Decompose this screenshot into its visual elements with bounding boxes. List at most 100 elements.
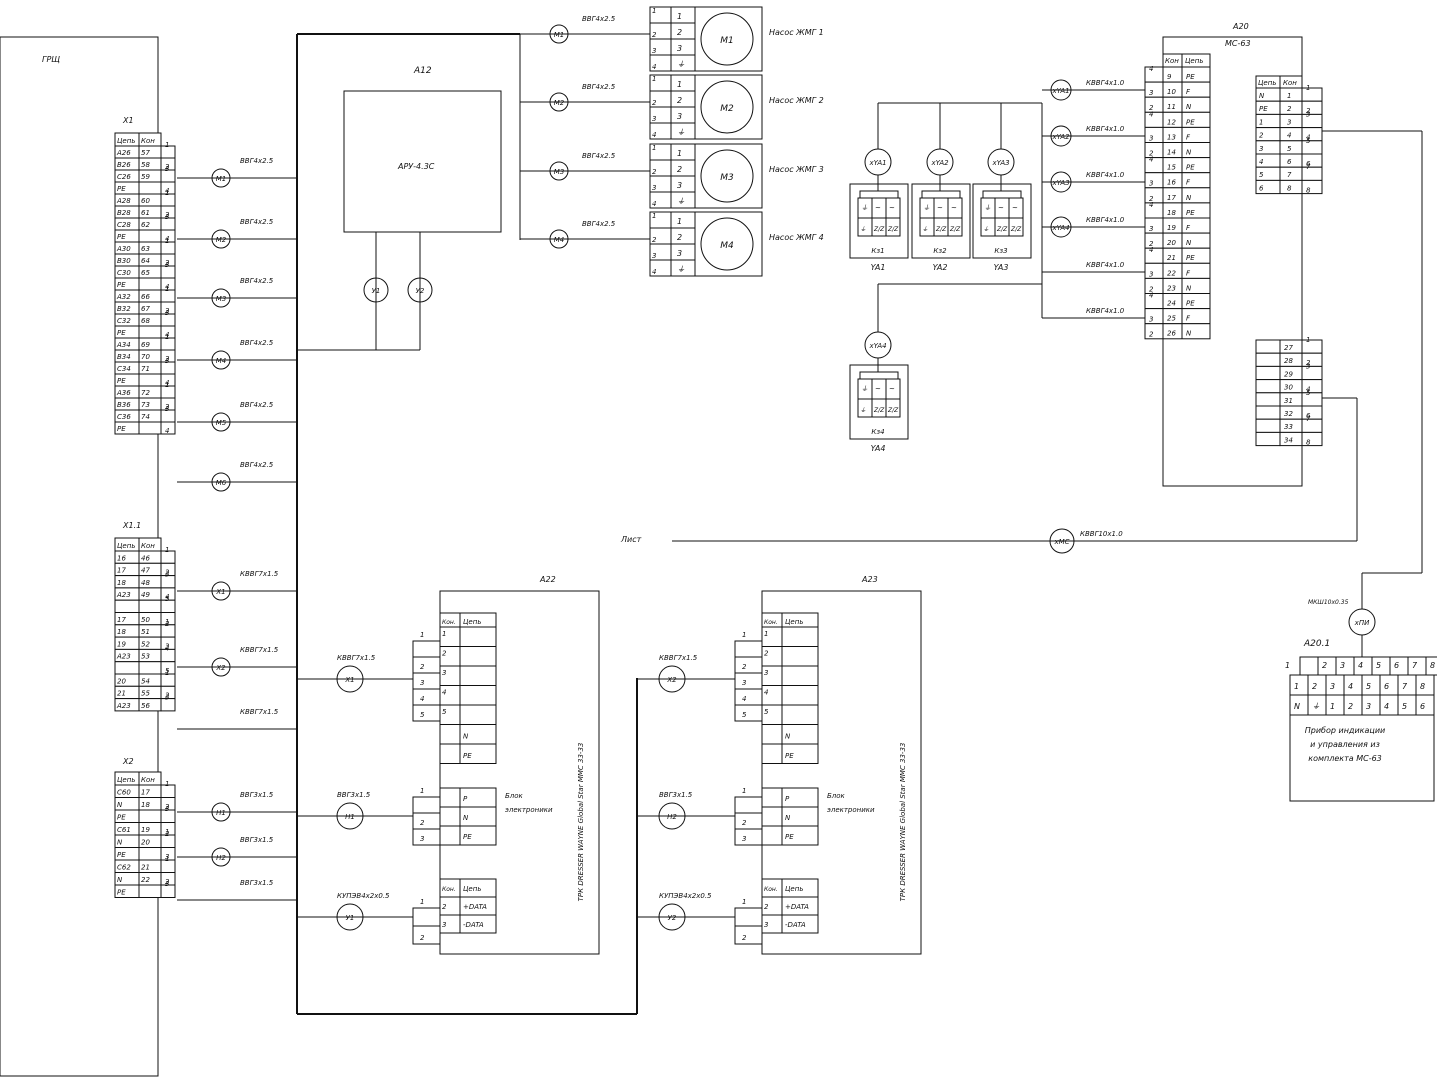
a20-cell: PE (1186, 300, 1195, 308)
disp-t2-cell: PE (785, 833, 794, 841)
a201-bot: 1 (1330, 702, 1335, 711)
cable-marker-label: M4 (216, 357, 227, 365)
disp-t1-cell: 2 (442, 650, 447, 658)
dispenser-cable-spec: ВВГ3х1.5 (337, 791, 371, 799)
dispenser-marker-label: У2 (668, 914, 677, 922)
strip-cell: 22 (141, 876, 150, 884)
a201-desc: комплекта МС-63 (1308, 754, 1382, 763)
disp-pin-cell (734, 907, 763, 927)
a20r-pin: 4 (1306, 134, 1310, 142)
pump-marker (549, 24, 569, 44)
disp-pin-cell (734, 796, 763, 814)
valve-box (849, 364, 909, 440)
valve-marker-label: хYA4 (868, 342, 886, 350)
a20-cell: N (1186, 239, 1192, 247)
strip-cell: 19 (117, 640, 126, 648)
strip-cell: 57 (141, 149, 150, 157)
strip-cell: PE (117, 814, 126, 822)
a20l-blank (1255, 379, 1281, 394)
pin-number: 5 (165, 595, 170, 603)
pump-inner-cell (670, 90, 696, 108)
pump-inner: 1 (677, 12, 682, 21)
a201-top: 4 (1358, 661, 1363, 670)
strip-cell: A28 (116, 197, 131, 205)
strip-cell: C34 (117, 365, 131, 373)
a20l-blank (1255, 352, 1281, 367)
strip-cell: 50 (141, 616, 150, 624)
disp-t1-row (439, 646, 497, 667)
a20l-pin: 7 (1306, 415, 1311, 423)
disp-t1-row (761, 704, 819, 725)
a20-pin: 2 (1149, 285, 1154, 293)
a20-cell: F (1186, 315, 1191, 323)
strip-head-text: Цепь (117, 776, 135, 784)
pump-cable-spec: ВВГ4х2.5 (582, 83, 616, 91)
pin-number: 1 (165, 855, 169, 863)
pin-number: 2 (165, 830, 170, 838)
strip-cell: 60 (141, 197, 150, 205)
strip-cell: N (117, 801, 123, 809)
cable-spec: КВВГ7х1.5 (240, 570, 279, 578)
cable-marker (211, 581, 231, 601)
valve-symbol: ⏚ (860, 226, 866, 233)
strip-cell: B26 (117, 161, 131, 169)
disp-t1-row (439, 743, 497, 764)
a201-mid: 8 (1420, 682, 1425, 691)
a20r-cell: N (1259, 92, 1265, 100)
valve-box-label: Кз3 (994, 247, 1007, 255)
pump-inner-cell (670, 211, 696, 229)
a20l-pin-cell (1301, 431, 1323, 447)
disp-pin: 4 (742, 695, 746, 703)
pump-pin: 3 (652, 115, 656, 123)
pump-name: Насос ЖМГ 4 (769, 233, 824, 242)
a20r-cell: 8 (1287, 184, 1292, 192)
disp-pin: 2 (742, 934, 747, 942)
disp-t1-row (439, 685, 497, 706)
strip-cell: B34 (117, 353, 131, 361)
a20-cell: PE (1186, 164, 1195, 172)
disp-t1-cell: PE (463, 752, 472, 760)
a201-top: 5 (1376, 661, 1381, 670)
disp-t3-cell: -DATA (785, 921, 806, 929)
strip-cell: 18 (117, 579, 126, 587)
strip-cell: A23 (116, 702, 131, 710)
pin-number: 1 (165, 546, 169, 554)
strip-cell: 17 (117, 616, 126, 624)
a20r-cell: 2 (1287, 105, 1292, 113)
cable-marker-label: X2 (215, 664, 226, 672)
cable-marker (211, 472, 231, 492)
strip-cell: 58 (141, 161, 150, 169)
a20-cable-spec: КВВГ4х1.0 (1086, 261, 1125, 269)
dispenser-marker (336, 903, 364, 931)
a20-cell: 19 (1167, 224, 1176, 232)
disp-pin-cell (412, 672, 441, 690)
cable-marker-label: M5 (216, 419, 227, 427)
a201-bot: 3 (1366, 702, 1371, 711)
valve-name: YA3 (994, 263, 1009, 272)
valve-symbol: Z/Z (1010, 226, 1022, 233)
a201-top: 3 (1340, 661, 1345, 670)
pump-inner-cell (670, 159, 696, 177)
a20-cell: F (1186, 88, 1191, 96)
strip-cell: 46 (141, 554, 150, 562)
pump-inner: 2 (677, 96, 682, 105)
valve-box (911, 183, 971, 259)
disp-pin-cell (734, 672, 763, 690)
pin-number: 2 (165, 692, 170, 700)
valve-name: YA1 (871, 263, 886, 272)
a201-mid: 6 (1384, 682, 1389, 691)
pump-inner-cell (670, 74, 696, 92)
strip-cell: C28 (117, 221, 131, 229)
a20-pin: 4 (1149, 292, 1153, 300)
disp-t3-head-text: Кон. (764, 886, 778, 893)
a20-cell: 21 (1167, 254, 1176, 262)
a20l-blank (1255, 392, 1281, 407)
cable-spec: ВВГ4х2.5 (240, 218, 274, 226)
pin-number: 1 (165, 189, 169, 197)
cable-marker-label: X1 (215, 588, 225, 596)
dispenser-marker (658, 665, 686, 693)
pump-inner: 2 (677, 165, 682, 174)
disp-pin: 3 (742, 679, 746, 687)
valve-symbol: ~ (875, 204, 881, 212)
valve-marker-label: хYA2 (930, 159, 949, 167)
